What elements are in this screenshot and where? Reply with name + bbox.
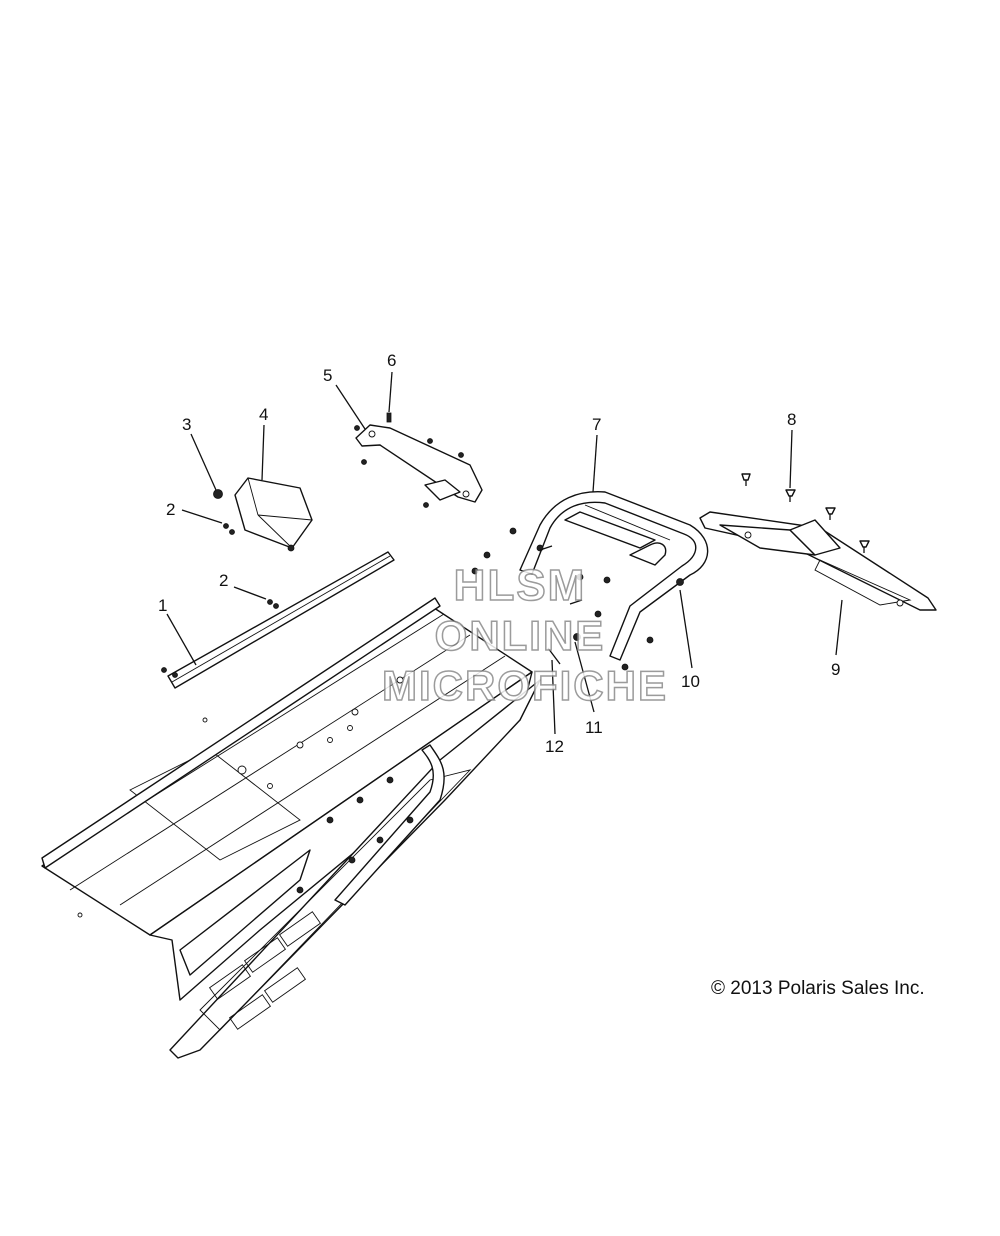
fastener-hardware <box>161 412 870 678</box>
copyright-notice: © 2013 Polaris Sales Inc. <box>711 978 925 999</box>
watermark-line2: ONLINE <box>435 612 606 659</box>
watermark-line1: HLSM <box>454 561 587 610</box>
rail-strip-part <box>167 551 395 689</box>
callout-10: 10 <box>681 672 700 691</box>
grab-bar-part <box>519 491 709 661</box>
callout-labels: 1 2 2 3 4 5 6 7 8 9 10 11 12 <box>158 351 840 756</box>
callout-4: 4 <box>259 405 268 424</box>
cover-box-part <box>234 477 313 552</box>
callout-3: 3 <box>182 415 191 434</box>
watermark: HLSM ONLINE MICROFICHE <box>381 560 668 710</box>
callout-7: 7 <box>592 415 601 434</box>
callout-2-upper: 2 <box>166 500 175 519</box>
callout-6: 6 <box>387 351 396 370</box>
watermark-line3: MICROFICHE <box>382 662 668 709</box>
callout-8: 8 <box>787 410 796 429</box>
flap-plate-part <box>699 511 937 611</box>
tunnel-chassis <box>41 597 541 1059</box>
callout-leader-lines <box>166 371 843 735</box>
callout-2-lower: 2 <box>219 571 228 590</box>
callout-1: 1 <box>158 596 167 615</box>
callout-5: 5 <box>323 366 332 385</box>
callout-11: 11 <box>585 718 603 737</box>
callout-12: 12 <box>545 737 564 756</box>
bracket-part <box>355 424 483 503</box>
callout-9: 9 <box>831 660 840 679</box>
